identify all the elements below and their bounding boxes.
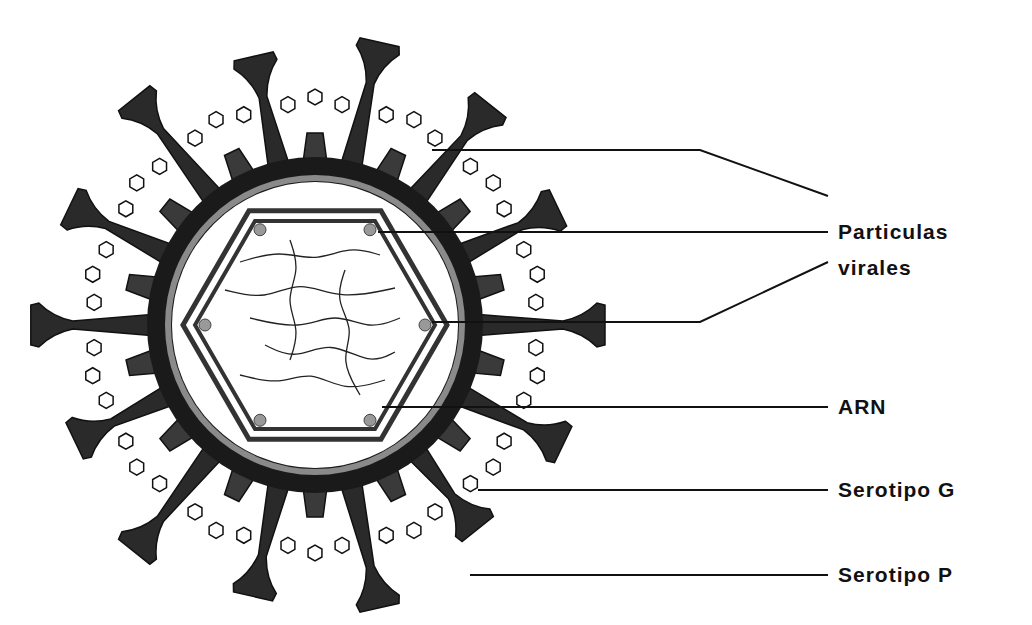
surface-particle [87,340,101,356]
surface-particle [281,537,295,553]
rna-strand [240,375,385,387]
surface-particle [188,130,202,146]
surface-particle [530,266,544,282]
rna-strand [240,250,380,262]
surface-particle [130,175,144,191]
virion-body [147,157,483,493]
surface-particle [209,522,223,538]
surface-particle [379,527,393,543]
surface-particle [428,504,442,520]
leader-lines [378,150,828,575]
rna-strand [290,240,296,360]
surface-particle [237,527,251,543]
capsid-inner [195,221,435,429]
spike-protein [473,303,605,347]
surface-particle [335,537,349,553]
surface-particle [407,112,421,128]
surface-particle [517,242,531,258]
viral-particle-dot [419,319,431,331]
surface-particle [529,294,543,310]
surface-particle [529,340,543,356]
rna-strand [250,318,400,325]
surface-particle [87,294,101,310]
spike-group [31,37,605,612]
leader-line [432,150,828,196]
surface-particle [463,476,477,492]
surface-particle [237,107,251,123]
surface-particle [486,459,500,475]
surface-particle [379,107,393,123]
rna-strand [225,287,395,296]
viral-particle-dot [199,319,211,331]
outer-capsid [147,157,483,493]
surface-particle [130,459,144,475]
viral-particle-dot [364,414,376,426]
viral-particle-dot [364,224,376,236]
surface-particle [281,97,295,113]
surface-particle [209,112,223,128]
surface-particle [407,522,421,538]
surface-particle [99,392,113,408]
rna-strand [265,345,395,359]
surface-particle [86,368,100,384]
surface-particle [428,130,442,146]
surface-particle [153,158,167,174]
surface-particle [497,433,511,449]
surface-particle [497,201,511,217]
inner-ring [168,178,462,472]
leader-line [378,231,828,233]
rna-strand [340,270,360,395]
viral-particle-dot [254,224,266,236]
surface-particle [153,476,167,492]
capsid-outer [183,211,447,440]
leader-line [470,574,828,576]
part-label: Particulas virales [838,214,988,286]
surface-particle [99,242,113,258]
surface-particle [119,201,133,217]
surface-particle [119,433,133,449]
surface-particle [308,89,322,105]
part-label: Serotipo G [838,472,955,508]
surface-particle [86,266,100,282]
surface-particle [335,97,349,113]
surface-particle [463,158,477,174]
part-label: Serotipo P [838,557,953,593]
leader-line [432,262,828,322]
part-label: ARN [838,389,887,425]
surface-particle [188,504,202,520]
surface-particle [308,545,322,561]
leader-line [478,489,828,491]
surface-particle [486,175,500,191]
viral-particle-dot [254,414,266,426]
surface-particle [530,368,544,384]
core-disc [172,182,458,468]
leader-line [382,406,828,408]
